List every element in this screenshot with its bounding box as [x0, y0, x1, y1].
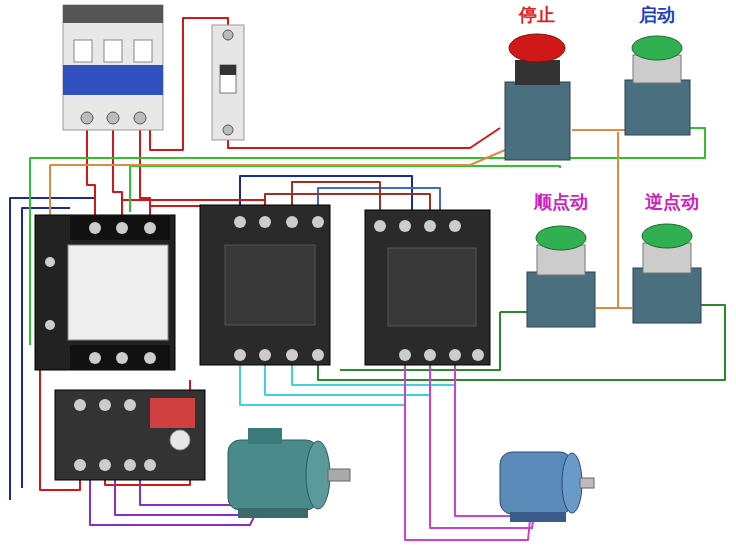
button-label: 停止 [519, 5, 555, 25]
thermal-relay [55, 390, 205, 480]
button-label: 顺点动 [534, 192, 588, 212]
motor [228, 428, 350, 518]
button-label: 逆点动 [645, 192, 699, 212]
single-pole-breaker [212, 25, 244, 140]
button-label: 启动 [639, 5, 675, 25]
contactor [200, 205, 330, 365]
contactor [365, 210, 490, 365]
push-buttons [505, 34, 701, 327]
motor [500, 452, 594, 522]
three-pole-breaker [63, 5, 163, 130]
contactor [35, 215, 175, 370]
